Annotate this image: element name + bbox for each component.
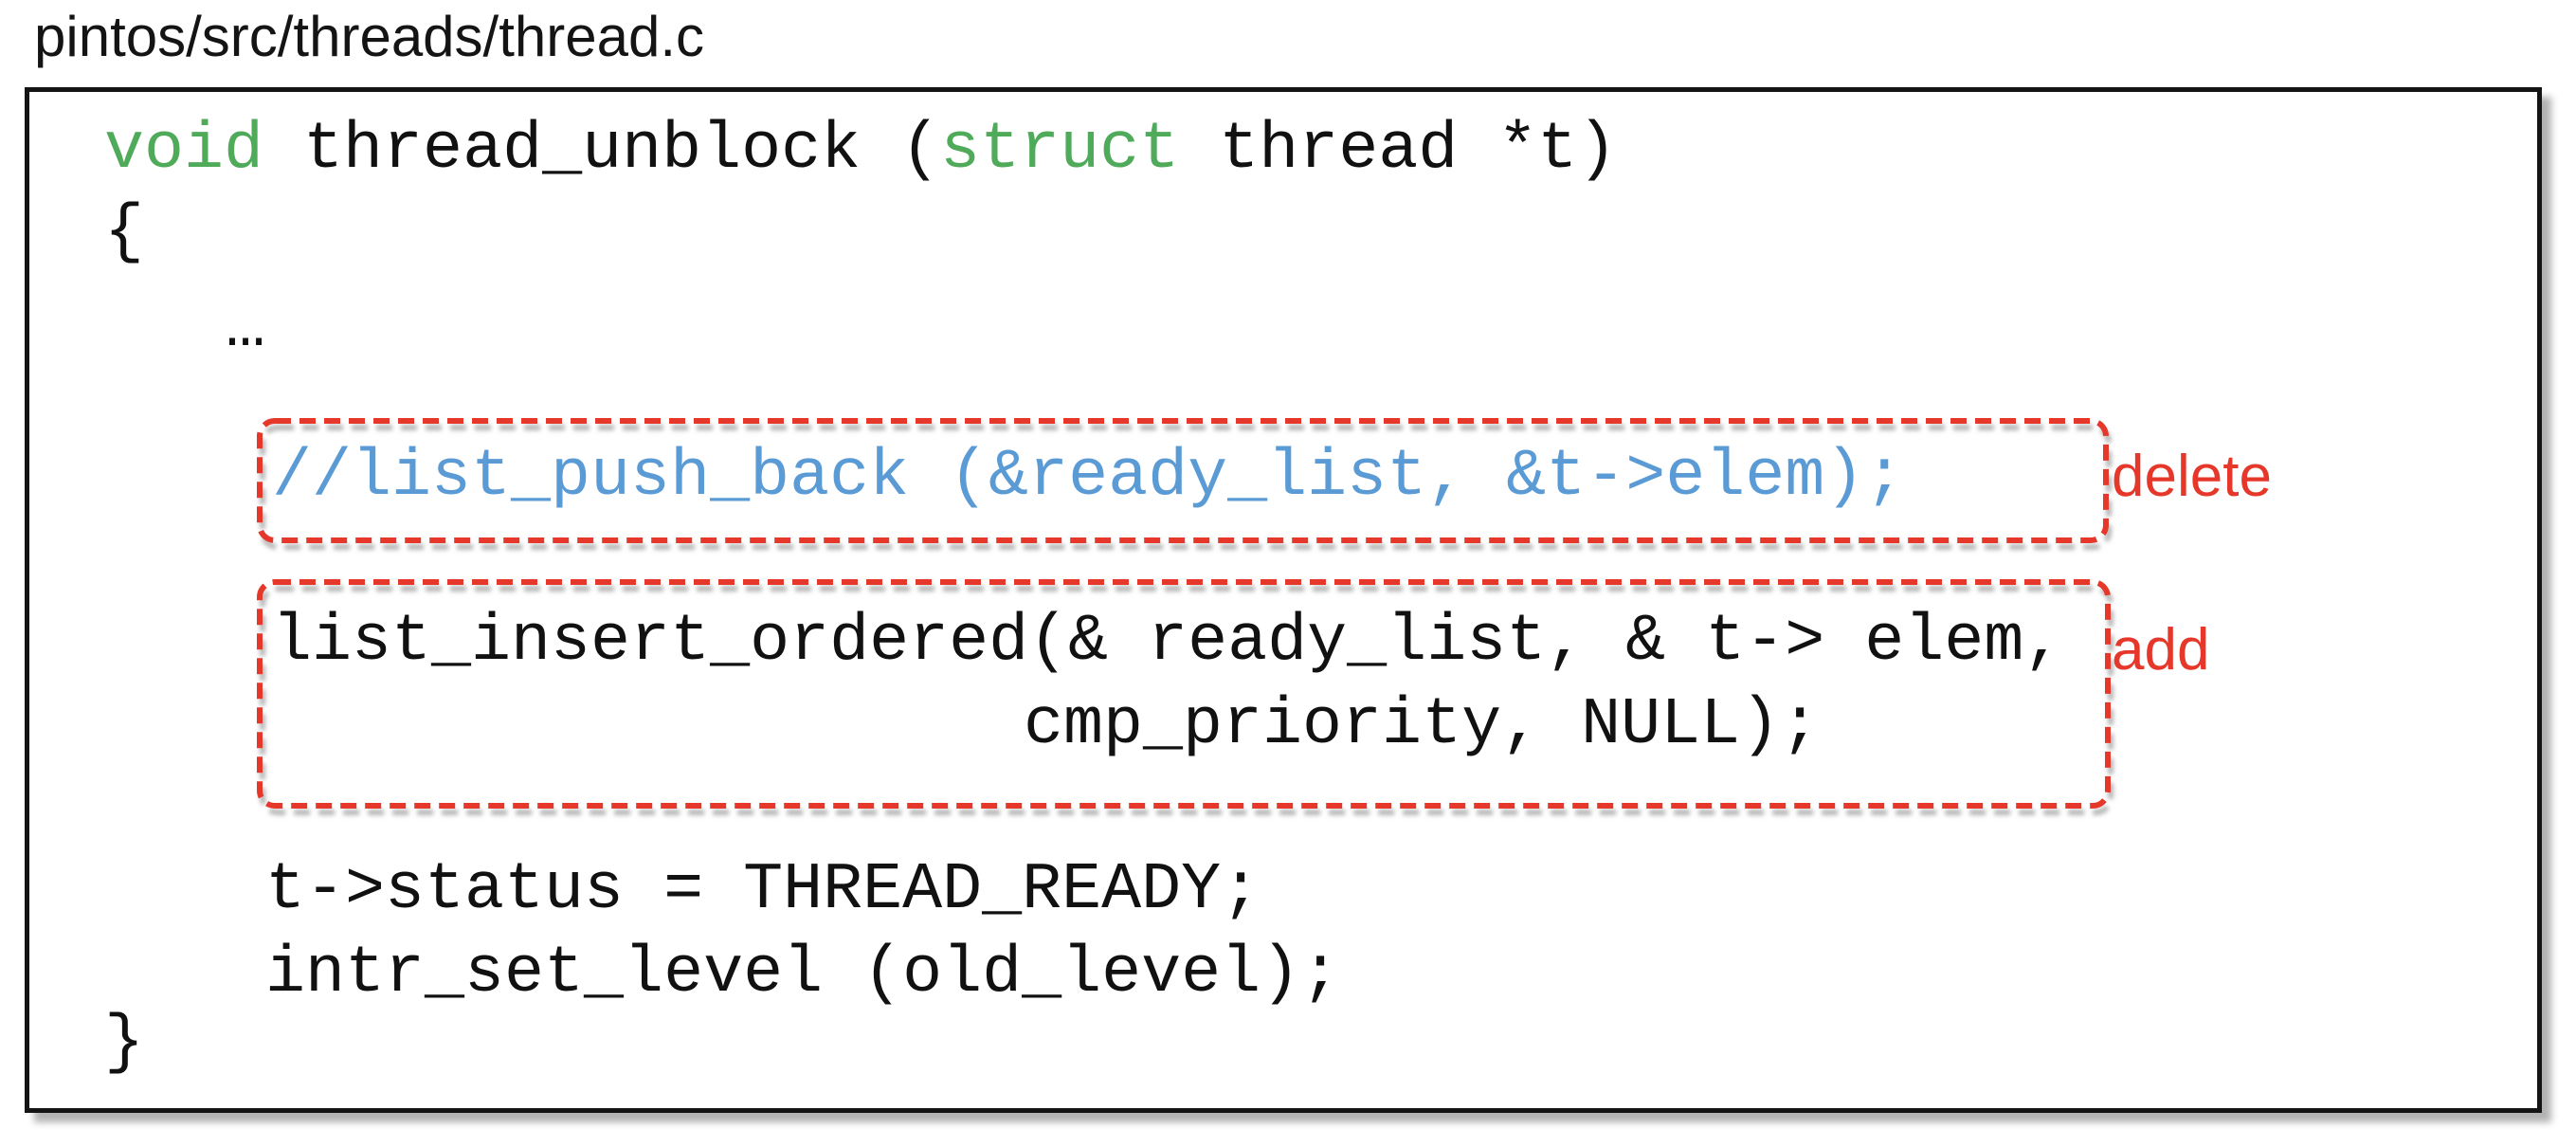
file-path-title: pintos/src/threads/thread.c [34,5,705,68]
keyword-void: void [104,113,264,188]
keyword-struct: struct [940,113,1180,188]
code-line-ellipsis: … [226,291,266,366]
code-line-intr-set-level: intr_set_level (old_level); [265,937,1341,1011]
code-line-close-brace: } [104,1006,145,1081]
code-line-added-2: cmp_priority, NULL); [1024,688,1821,763]
delete-label: delete [2112,444,2272,509]
add-label: add [2112,617,2210,683]
code-line-open-brace: { [104,195,145,270]
signature-parameter: thread *t) [1179,113,1618,188]
code-line-deleted-comment: //list_push_back (&ready_list, &t->elem)… [272,440,1905,515]
code-line-added-1: list_insert_ordered(& ready_list, & t-> … [272,605,2064,680]
signature-function-name: thread_unblock ( [263,113,941,188]
code-line-signature: void thread_unblock (struct thread *t) [104,118,1617,184]
code-line-status: t->status = THREAD_READY; [265,853,1261,928]
